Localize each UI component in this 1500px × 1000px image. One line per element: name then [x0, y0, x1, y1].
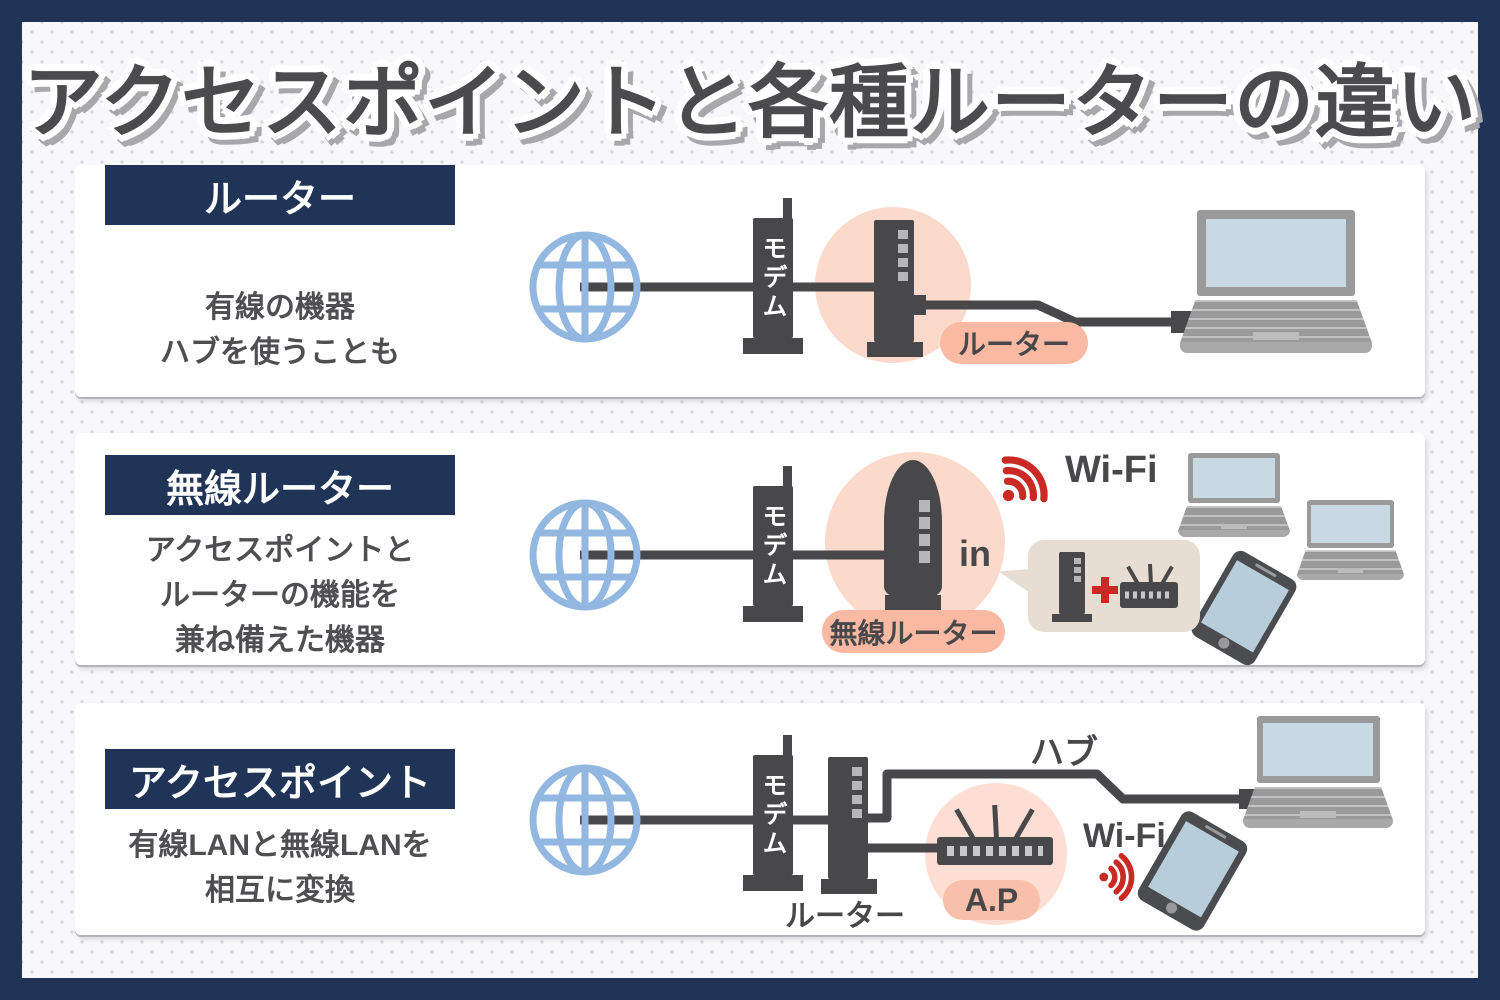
panel-wireless-router-heading: 無線ルーター [105, 455, 455, 515]
access-point-icon-small [1120, 562, 1178, 608]
internet-globe-icon [529, 231, 641, 343]
router-lights [852, 767, 862, 819]
access-point-tag-pill: A.P [943, 880, 1040, 920]
laptop-icon [1180, 210, 1372, 353]
panel-router-diagram: モデム ルーター [75, 165, 1425, 397]
page-title: アクセスポイントと各種ルーターの違い [23, 58, 1477, 147]
router-icon-small [1052, 552, 1092, 622]
modem-label: モデム [759, 771, 787, 859]
panel-router-description: 有線の機器 ハブを使うことも [160, 291, 400, 369]
hub-caption: ハブ [1030, 734, 1098, 772]
laptop-screen [1311, 504, 1390, 544]
panel-wireless-router: 無線ルーター アクセスポイントと ルーターの機能を 兼ね備えた機器 [75, 433, 1425, 669]
router-icon [867, 220, 923, 357]
router-lights [898, 230, 908, 282]
callout-tail [996, 563, 1036, 595]
plus-icon [1092, 577, 1118, 603]
panel-router: ルーター 有線の機器 ハブを使うことも [75, 165, 1425, 397]
internet-globe-icon [529, 764, 641, 876]
panel-router-heading: ルーター [105, 165, 455, 225]
laptop-icon [1178, 453, 1290, 537]
dotted-background: アクセスポイントと各種ルーターの違い ルーター 有線の機器 ハブを使うことも [22, 22, 1478, 978]
wifi-signal-icon [1099, 853, 1135, 901]
wireless-router-icon [882, 460, 944, 612]
laptop-screen [1263, 722, 1373, 777]
modem-label: モデム [759, 234, 787, 322]
cable-lines [580, 769, 1261, 853]
laptop-screen [1193, 458, 1275, 499]
router-tag-pill: ルーター [940, 322, 1088, 364]
panel-wireless-router-diagram: モデム 無線ルーター in W [75, 433, 1425, 669]
access-point-icon [937, 803, 1053, 865]
panel-access-point-heading: アクセスポイント [105, 749, 455, 809]
panel-access-point: アクセスポイント 有線LANと無線LANを 相互に変換 [75, 703, 1425, 935]
laptop-icon [1243, 716, 1393, 828]
wifi-signal-icon [1001, 456, 1048, 503]
modem-label: モデム [759, 502, 787, 590]
modem-icon: モデム [743, 198, 803, 354]
panel-wireless-router-description: アクセスポイントと ルーターの機能を 兼ね備えた機器 [145, 534, 415, 657]
wireless-router-tag-pill: 無線ルーター [822, 610, 1005, 653]
modem-body: モデム [753, 218, 793, 338]
wifi-label: Wi-Fi [1083, 817, 1166, 855]
internet-globe-icon [529, 499, 641, 611]
router-icon [821, 757, 877, 894]
wireless-router-lights [919, 500, 930, 563]
laptop-screen [1205, 218, 1347, 288]
laptop-icon [1297, 500, 1404, 580]
router-plus-ap-callout [996, 540, 1200, 632]
router-caption: ルーター [785, 900, 905, 933]
panel-access-point-diagram: モデム ルーター ハブ A.P Wi-Fi [75, 703, 1425, 935]
modem-icon: モデム [743, 735, 803, 891]
wifi-label: Wi-Fi [1065, 449, 1158, 491]
panel-access-point-description: 有線LANと無線LANを 相互に変換 [128, 829, 432, 907]
modem-icon: モデム [743, 466, 803, 622]
in-label: in [959, 533, 991, 574]
